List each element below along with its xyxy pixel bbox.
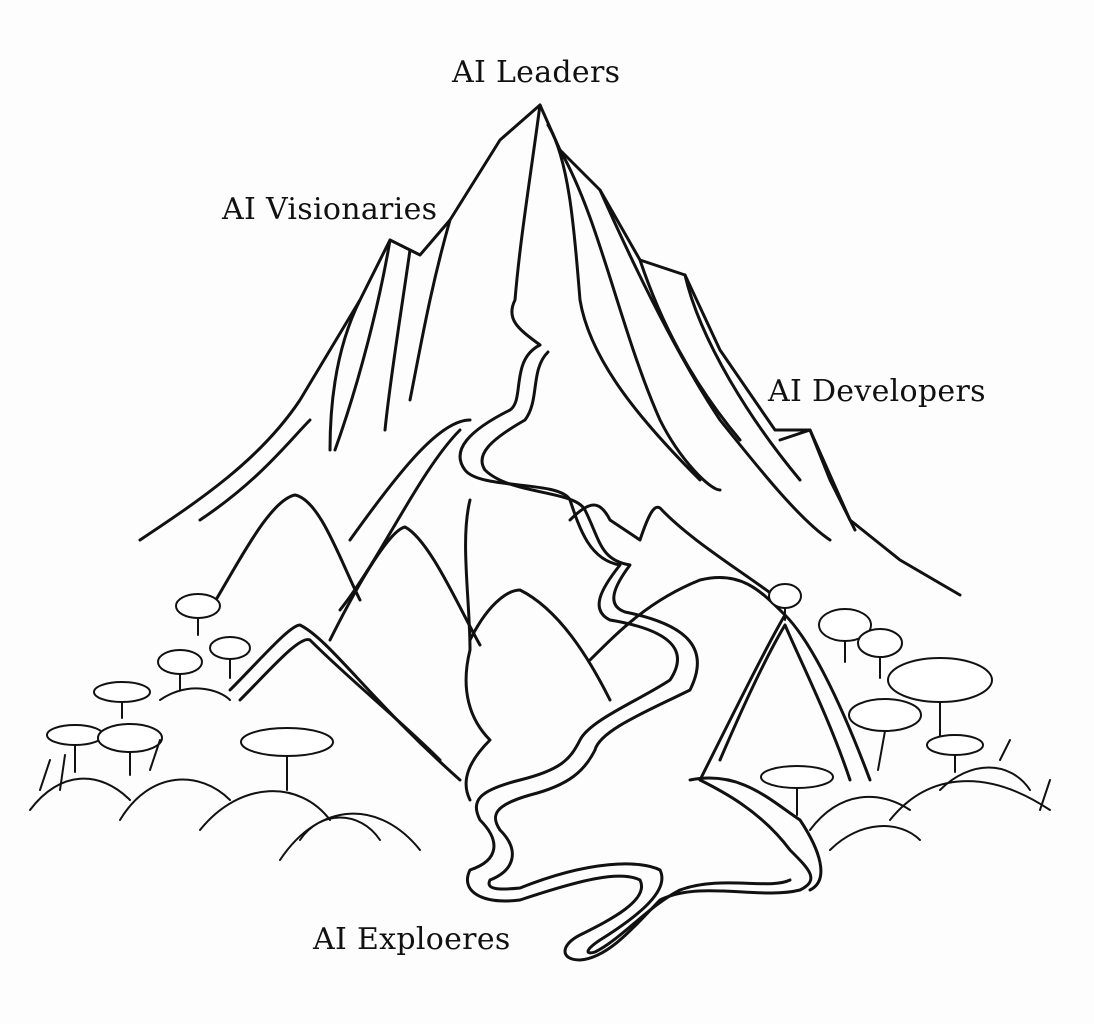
tree-icon	[926, 734, 984, 773]
tree-icon	[240, 727, 334, 791]
label-ai-explorers: AI Exploeres	[313, 922, 511, 957]
tree-icon	[848, 698, 922, 771]
tree-icon	[760, 765, 834, 816]
tree-icon	[768, 583, 802, 621]
winding-river	[458, 343, 823, 962]
label-ai-developers: AI Developers	[768, 374, 986, 409]
label-ai-leaders: AI Leaders	[452, 55, 621, 90]
tree-icon	[818, 608, 872, 663]
main-mountain	[138, 103, 962, 597]
label-ai-visionaries: AI Visionaries	[222, 192, 438, 227]
grass	[29, 687, 1051, 861]
tree-icon	[857, 628, 903, 679]
tree-icon	[209, 636, 251, 679]
tree-icon	[887, 657, 993, 741]
tree-icon	[93, 681, 151, 719]
trees	[46, 583, 993, 816]
tree-icon	[46, 724, 104, 773]
tree-icon	[97, 723, 163, 776]
tree-icon	[175, 593, 221, 636]
tree-icon	[157, 649, 203, 691]
